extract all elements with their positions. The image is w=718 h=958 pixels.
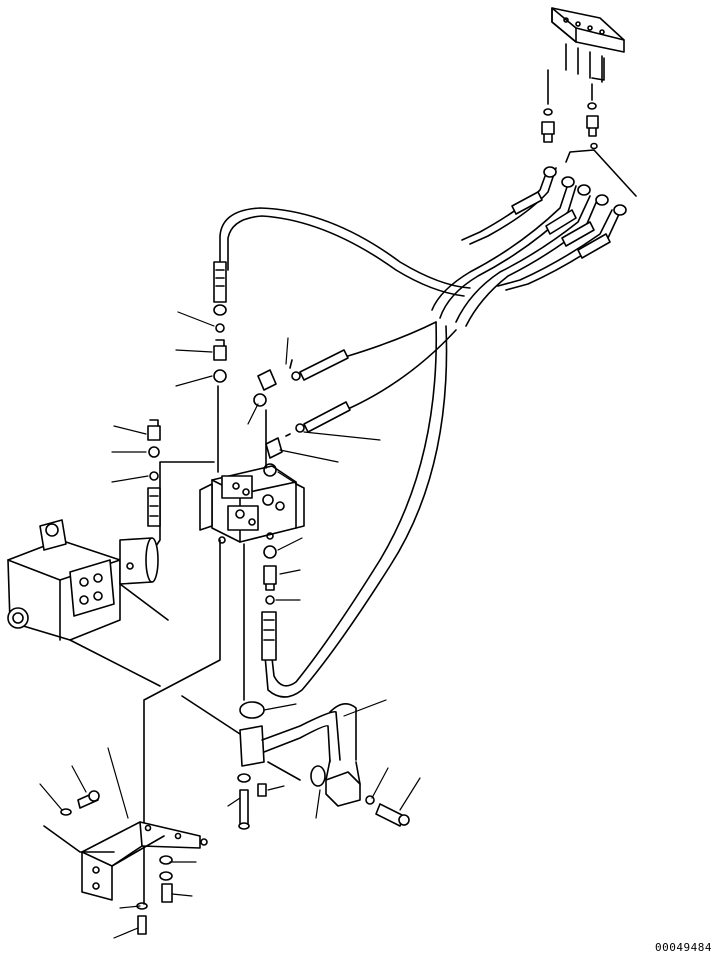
return-hose (261, 321, 448, 698)
callout-leaders (39, 311, 421, 939)
mounting-bracket (81, 821, 208, 901)
bracket-reference-lines (43, 825, 115, 853)
hydraulic-pump (7, 519, 169, 687)
drawing-number: 00049484 (655, 941, 712, 954)
manifold-block (551, 7, 625, 83)
bolts-lower (237, 773, 410, 830)
elbow-pipe (181, 695, 361, 807)
long-hoses (431, 166, 627, 327)
upper-fittings (213, 323, 293, 477)
control-valve (199, 465, 305, 544)
valve-side-hoses (291, 321, 457, 433)
manifold-fittings (541, 69, 637, 197)
left-fittings (147, 419, 161, 527)
loop-hose (213, 207, 471, 316)
lower-right-fittings (263, 545, 277, 605)
